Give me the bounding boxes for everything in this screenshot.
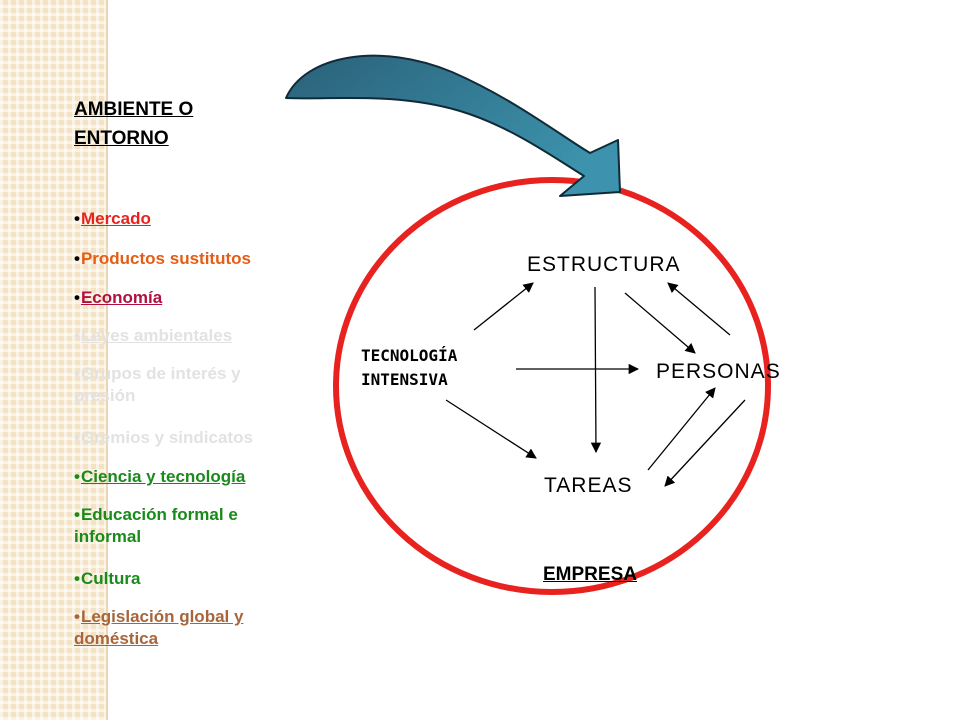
company-circle: [333, 177, 771, 595]
arrow-tecnologia-to-tareas: [445, 399, 537, 459]
list-item-gremios: •Gremios y sindicatos: [74, 427, 253, 449]
bullet: •: [74, 288, 80, 307]
arrow-personas-to-estructura: [667, 282, 731, 336]
item-text: Legislación global y doméstica: [74, 607, 244, 648]
list-item-educacion: •Educación formal e informal: [74, 504, 294, 548]
item-text: Grupos de interés y presión: [74, 364, 241, 405]
list-item-ciencia-tecnologia[interactable]: •Ciencia y tecnología: [74, 466, 245, 488]
bullet: •: [74, 364, 80, 383]
node-tecnologia-intensiva: TECNOLOGÍA INTENSIVA: [361, 346, 458, 389]
list-item-legislacion[interactable]: •Legislación global y doméstica: [74, 606, 294, 650]
bullet: •: [74, 467, 80, 486]
item-text: Productos sustitutos: [80, 249, 251, 268]
bullet: •: [74, 607, 80, 626]
bullet: •: [74, 209, 80, 228]
node-tareas: TAREAS: [544, 474, 633, 497]
item-text: Gremios y sindicatos: [80, 428, 253, 447]
bullet: •: [74, 326, 80, 345]
list-item-economia[interactable]: •Economía: [74, 287, 162, 309]
arrow-tareas-to-personas: [647, 387, 716, 471]
list-item-productos-sustitutos: •Productos sustitutos: [74, 248, 251, 270]
arrow-estructura-to-personas: [624, 292, 696, 354]
arrow-tecnologia-to-estructura: [473, 282, 534, 331]
bullet: •: [74, 505, 80, 524]
arrow-personas-to-tareas: [664, 399, 746, 487]
list-item-mercado[interactable]: •Mercado: [74, 208, 151, 230]
bullet: •: [74, 249, 80, 268]
company-label: EMPRESA: [543, 564, 637, 585]
arrow-estructura-to-tareas: [590, 286, 602, 454]
list-item-leyes-ambientales[interactable]: •Leyes ambientales: [74, 325, 232, 347]
item-text: Educación formal e informal: [74, 505, 238, 546]
bullet: •: [74, 428, 80, 447]
decorative-stripe: [0, 0, 108, 720]
item-text: Economía: [80, 288, 163, 307]
environment-title: AMBIENTE O ENTORNO: [74, 99, 194, 149]
bullet: •: [74, 569, 80, 588]
node-personas: PERSONAS: [656, 360, 781, 383]
node-estructura: ESTRUCTURA: [527, 253, 681, 276]
item-text: Ciencia y tecnología: [80, 467, 246, 486]
list-item-grupos-interes: •Grupos de interés y presión: [74, 363, 294, 407]
item-text: Leyes ambientales: [80, 326, 233, 345]
item-text: Cultura: [80, 569, 141, 588]
environment-to-company-arrow: [285, 54, 621, 197]
list-item-cultura: •Cultura: [74, 568, 140, 590]
item-text: Mercado: [80, 209, 151, 228]
